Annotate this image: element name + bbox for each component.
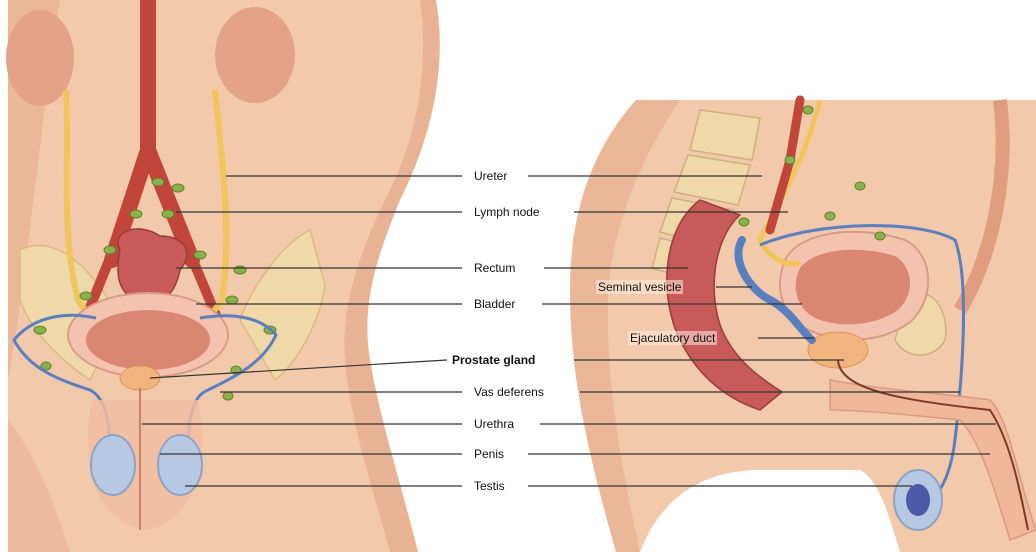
label-lymph-node: Lymph node — [474, 205, 540, 219]
label-rectum: Rectum — [474, 261, 515, 275]
side-view — [570, 100, 1036, 552]
bladder-front-inner — [86, 310, 210, 370]
label-bladder: Bladder — [474, 297, 515, 311]
label-vas-deferens: Vas deferens — [474, 385, 544, 399]
right-kidney — [215, 7, 295, 103]
label-prostate-gland: Prostate gland — [452, 353, 535, 367]
label-ureter: Ureter — [474, 169, 507, 183]
label-testis: Testis — [474, 479, 505, 493]
testis-side-inner — [906, 484, 930, 516]
front-view — [6, 0, 440, 552]
label-seminal-vesicle: Seminal vesicle — [596, 280, 683, 294]
label-urethra: Urethra — [474, 417, 514, 431]
label-ejaculatory-duct: Ejaculatory duct — [628, 331, 717, 345]
label-penis: Penis — [474, 447, 504, 461]
testis-front-left — [91, 435, 135, 495]
bladder-side-inner — [796, 250, 910, 325]
